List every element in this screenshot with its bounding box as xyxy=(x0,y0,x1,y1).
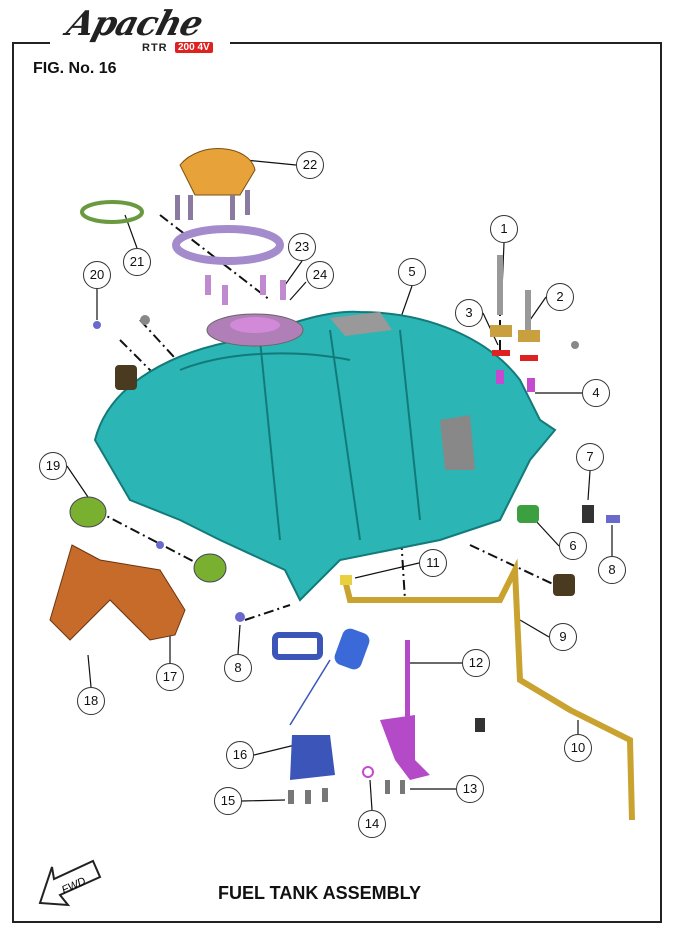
forward-arrow-icon: FWD xyxy=(38,859,102,907)
callout: 8 xyxy=(598,556,626,584)
o-ring xyxy=(80,200,144,224)
callout: 11 xyxy=(419,549,447,577)
callout: 15 xyxy=(214,787,242,815)
callout: 19 xyxy=(39,452,67,480)
logo-script: Apache xyxy=(62,4,207,44)
diagram-title: FUEL TANK ASSEMBLY xyxy=(218,883,422,903)
callout: 5 xyxy=(398,258,426,286)
callout: 2 xyxy=(546,283,574,311)
callout: 13 xyxy=(456,775,484,803)
callout: 3 xyxy=(455,299,483,327)
heat-shield xyxy=(49,544,186,641)
figure-frame xyxy=(12,42,662,923)
fuel-cap xyxy=(179,148,256,196)
brand-logo: Apache RTR 200 4V xyxy=(50,2,230,58)
callout: 16 xyxy=(226,741,254,769)
fuel-level-sender xyxy=(380,715,430,780)
callout: 14 xyxy=(358,810,386,838)
logo-model: RTR xyxy=(142,42,168,54)
callout: 7 xyxy=(576,443,604,471)
callout: 18 xyxy=(77,687,105,715)
fuel-hose xyxy=(342,558,635,821)
callout: 22 xyxy=(296,151,324,179)
callout: 20 xyxy=(83,261,111,289)
rubber-grommet xyxy=(517,505,539,523)
cap-plate xyxy=(172,225,284,265)
callout: 17 xyxy=(156,663,184,691)
fuel-pump-flange xyxy=(272,632,323,660)
callout: 12 xyxy=(462,649,490,677)
callout: 21 xyxy=(123,248,151,276)
callout: 24 xyxy=(306,261,334,289)
callout: 9 xyxy=(549,623,577,651)
logo-variant: 200 4V xyxy=(175,42,213,53)
figure-label: FIG. No. 16 xyxy=(33,60,117,77)
callout: 10 xyxy=(564,734,592,762)
fuel-tank xyxy=(93,310,557,602)
callout: 23 xyxy=(288,233,316,261)
tank-bracket xyxy=(330,312,392,336)
fuel-pump xyxy=(290,735,335,780)
callout: 4 xyxy=(582,379,610,407)
callout: 1 xyxy=(490,215,518,243)
callout: 6 xyxy=(559,532,587,560)
callout: 8 xyxy=(224,654,252,682)
